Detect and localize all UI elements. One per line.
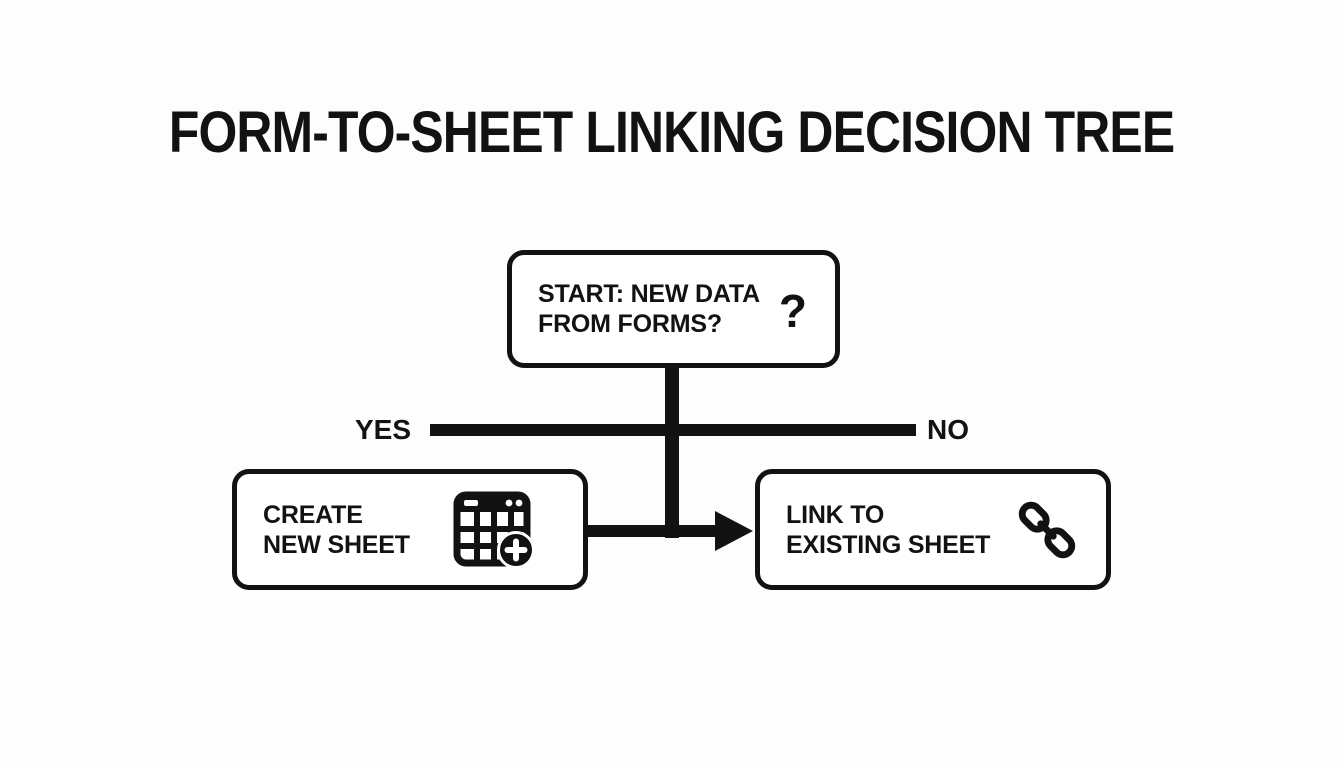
- connector-arrow-head: [715, 511, 753, 551]
- node-start-label-line1: START: NEW DATA: [538, 280, 760, 308]
- node-create-new-sheet: CREATE NEW SHEET: [232, 469, 588, 590]
- branch-label-yes: YES: [355, 414, 412, 445]
- question-mark-icon: ?: [778, 285, 807, 337]
- new-spreadsheet-icon: [453, 491, 541, 569]
- node-create-new-sheet-label-line2: NEW SHEET: [263, 530, 410, 559]
- chain-link-icon: [1010, 493, 1084, 567]
- page-title-text: FORM-TO-SHEET LINKING DECISION TREE: [169, 100, 1175, 165]
- node-start-label: START: NEW DATA FROM FORMS?: [538, 279, 760, 339]
- connector-arrow-line: [586, 525, 718, 537]
- branch-label-no: NO: [927, 414, 969, 445]
- node-link-to-existing-sheet: LINK TO EXISTING SHEET: [755, 469, 1111, 590]
- branch-line: [430, 424, 916, 436]
- node-start: START: NEW DATA FROM FORMS? ?: [507, 250, 840, 368]
- node-create-new-sheet-label-line1: CREATE: [263, 500, 363, 529]
- node-create-new-sheet-label: CREATE NEW SHEET: [263, 500, 410, 560]
- node-link-to-existing-sheet-label-line1: LINK TO: [786, 500, 885, 529]
- node-link-to-existing-sheet-label-line2: EXISTING SHEET: [786, 530, 991, 559]
- connector-vertical-line: [665, 366, 679, 538]
- node-link-to-existing-sheet-label: LINK TO EXISTING SHEET: [786, 500, 990, 560]
- page-title: FORM-TO-SHEET LINKING DECISION TREE: [0, 104, 1344, 162]
- node-start-label-line2: FROM FORMS?: [538, 310, 722, 338]
